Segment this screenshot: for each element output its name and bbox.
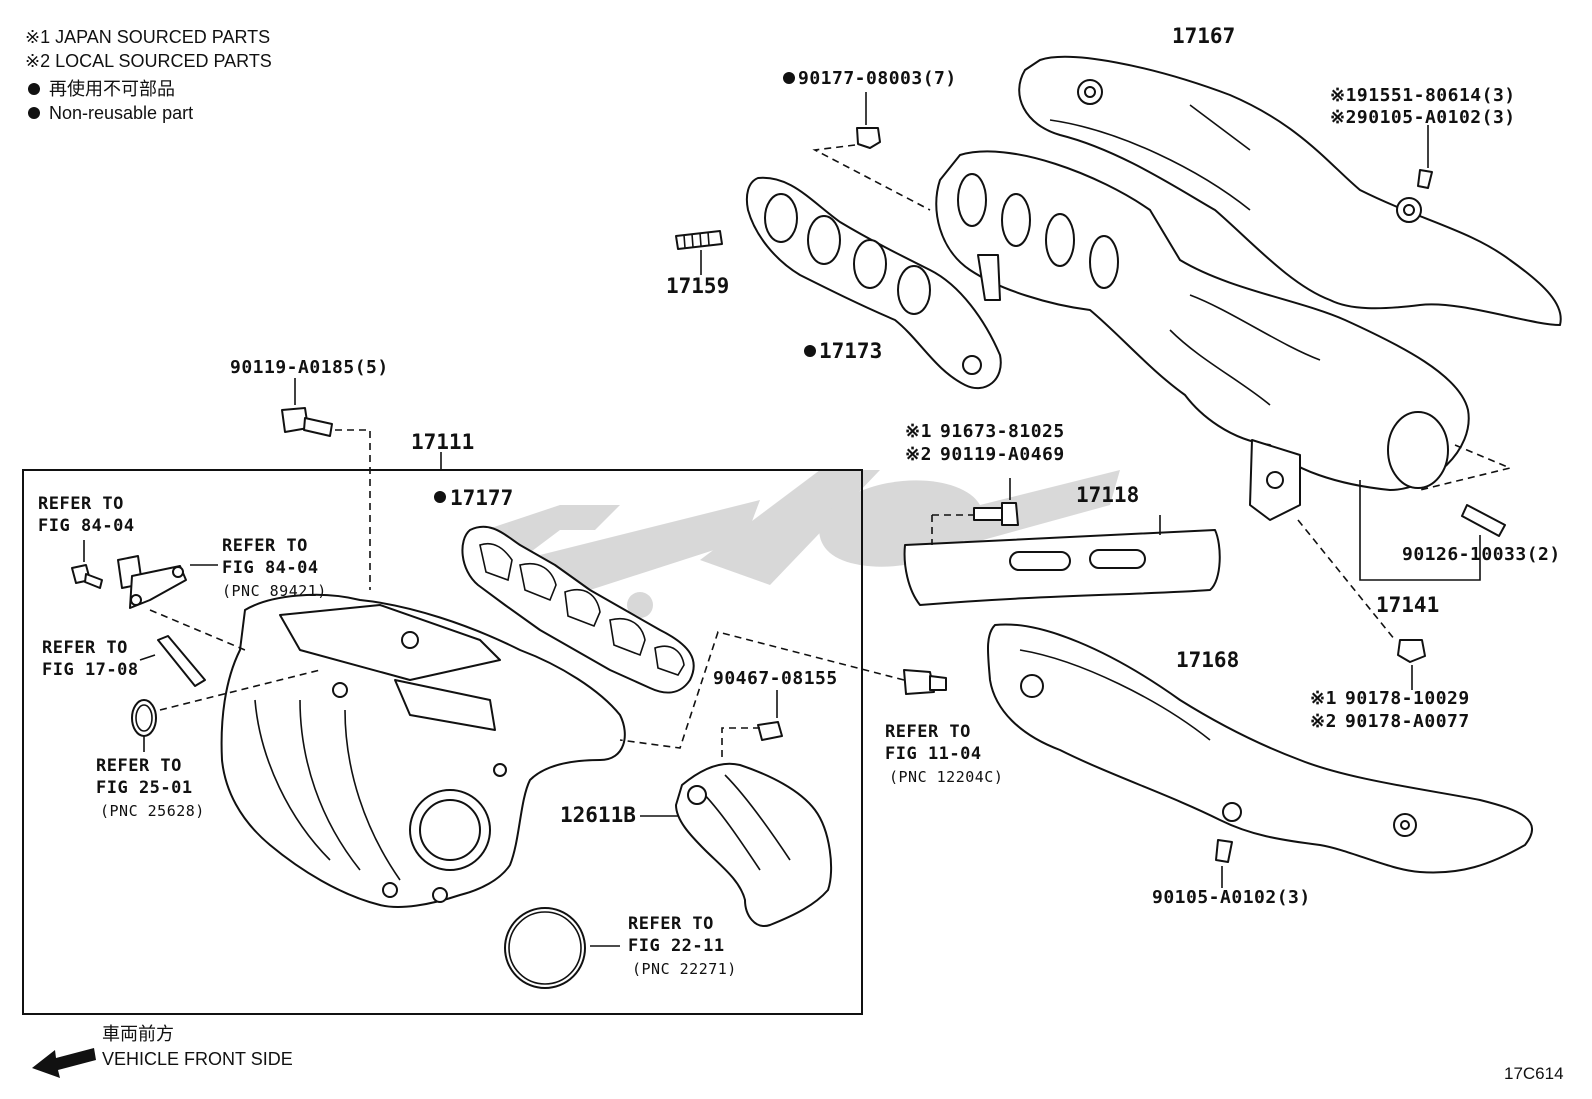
manifold-stay-17118	[903, 514, 1221, 606]
refer-to-17-08: REFER TO	[42, 638, 128, 658]
label-90178-10029: 90178-10029	[1345, 688, 1470, 709]
figure-code: 17C614	[1504, 1064, 1564, 1083]
exhaust-gasket-17173	[745, 176, 1002, 390]
fig-84-04-b[interactable]: FIG 84-04	[222, 558, 319, 578]
fig-25-01[interactable]: FIG 25-01	[96, 778, 193, 798]
refer-to-11-04: REFER TO	[885, 722, 971, 742]
refer-to-22-11: REFER TO	[628, 914, 714, 934]
label-90119-a0469: 90119-A0469	[940, 444, 1065, 465]
pipe-12204c	[619, 631, 947, 749]
intake-manifold-17111	[220, 452, 626, 908]
label-90119-a0185: 90119-A0185(5)	[230, 357, 389, 378]
label-90105: 90105-A0102(3)	[1152, 887, 1311, 908]
stud-17159	[675, 230, 723, 275]
label-90177: 90177-08003(7)	[798, 68, 957, 89]
nut-90177	[812, 92, 931, 211]
label-17167: 17167	[1172, 24, 1236, 48]
bolt-91673	[973, 478, 1019, 526]
pnc-25628: (PNC 25628)	[100, 802, 205, 820]
intake-group-box	[22, 469, 863, 1015]
heat-insulator-upper-17167	[1018, 55, 1562, 326]
front-label-en: VEHICLE FRONT SIDE	[102, 1049, 293, 1069]
label-mark1-b: ※1	[1310, 688, 1337, 709]
intake-gasket-17177	[461, 525, 695, 694]
legend-non-reusable-jp: 再使用不可部品	[49, 79, 175, 99]
sensor-89421	[117, 555, 218, 609]
fig-11-04[interactable]: FIG 11-04	[885, 744, 982, 764]
pnc-12204c: (PNC 12204C)	[889, 768, 1004, 786]
label-17118: 17118	[1076, 483, 1140, 507]
front-label-jp: 車両前方	[102, 1024, 174, 1044]
legend-non-reusable-en: Non-reusable part	[49, 103, 194, 123]
legend-japan-sourced: ※1 JAPAN SOURCED PARTS	[25, 27, 271, 47]
fig-84-04-a[interactable]: FIG 84-04	[38, 516, 135, 536]
bolt-90119-a0185	[281, 378, 371, 590]
bolt-84-04	[71, 540, 246, 651]
fig-22-11[interactable]: FIG 22-11	[628, 936, 725, 956]
pnc-89421: (PNC 89421)	[222, 582, 327, 600]
heat-insulator-lower-17168	[987, 623, 1533, 874]
label-17177: 17177	[450, 486, 514, 510]
clamp-25628	[131, 669, 321, 752]
label-17111: 17111	[411, 430, 475, 454]
non-reusable-marker-90177	[783, 72, 795, 84]
bolt-90105	[1215, 839, 1233, 888]
bolt-191551	[1417, 125, 1433, 189]
label-12611b: 12611B	[560, 803, 636, 827]
nut-90178	[1297, 519, 1426, 690]
refer-to-84-04-b: REFER TO	[222, 536, 308, 556]
refer-to-84-04-a: REFER TO	[38, 494, 124, 514]
label-mark2-b: ※2	[1310, 711, 1337, 732]
label-17141: 17141	[1376, 593, 1440, 617]
gasket-ring-22271	[504, 907, 620, 989]
label-17168: 17168	[1176, 648, 1240, 672]
vehicle-front-arrow-icon	[32, 1048, 96, 1078]
label-191551: ※191551-80614(3)	[1330, 85, 1516, 106]
label-17173: 17173	[819, 339, 883, 363]
non-reusable-marker-legend-en	[28, 107, 40, 119]
non-reusable-marker-legend-jp	[28, 83, 40, 95]
insulator-12611b	[640, 762, 833, 927]
stud-90126	[1359, 444, 1513, 581]
label-90467: 90467-08155	[713, 668, 838, 689]
label-17159: 17159	[666, 274, 730, 298]
label-90126: 90126-10033(2)	[1402, 544, 1561, 565]
non-reusable-marker-17173	[804, 345, 816, 357]
hose-17-08	[139, 635, 206, 687]
clip-90467	[721, 690, 783, 760]
refer-to-25-01: REFER TO	[96, 756, 182, 776]
label-mark1-a: ※1	[905, 421, 932, 442]
legend-local-sourced: ※2 LOCAL SOURCED PARTS	[25, 51, 272, 71]
pnc-22271: (PNC 22271)	[632, 960, 737, 978]
label-90178-a0077: 90178-A0077	[1345, 711, 1470, 732]
non-reusable-marker-17177	[434, 491, 446, 503]
label-mark2-a: ※2	[905, 444, 932, 465]
label-91673: 91673-81025	[940, 421, 1065, 442]
label-290105: ※290105-A0102(3)	[1330, 107, 1516, 128]
fig-17-08[interactable]: FIG 17-08	[42, 660, 139, 680]
exhaust-manifold-17141	[935, 150, 1470, 521]
